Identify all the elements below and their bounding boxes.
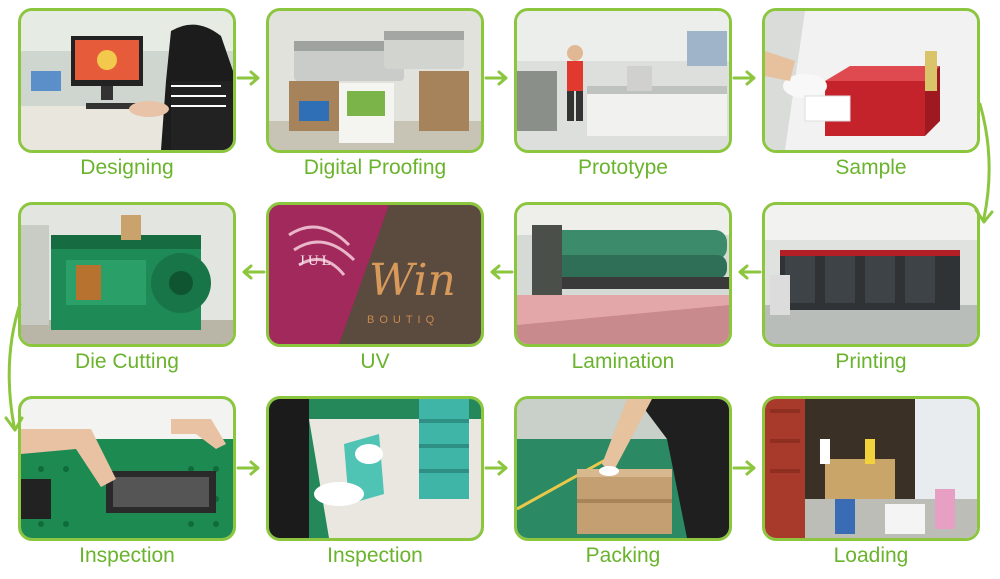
curved-arrow-down-icon (4, 302, 24, 432)
step-label: Sample (835, 156, 907, 179)
uv-text-line1: JUL (299, 253, 334, 269)
photo-designing (18, 8, 236, 153)
arrow-right-icon (484, 460, 508, 476)
curved-arrow-down-icon (974, 102, 994, 224)
photo-packing (514, 396, 732, 541)
photo-printing (762, 202, 980, 347)
step-label: Lamination (571, 350, 675, 373)
step-label: UV (360, 350, 390, 373)
uv-script-text: Win (369, 255, 456, 306)
photo-sample (762, 8, 980, 153)
step-label: Digital Proofing (303, 156, 447, 179)
arrow-left-icon (242, 264, 266, 280)
uv-text-line2: BOUTIQ (367, 314, 439, 326)
step-label: Inspection (327, 544, 423, 567)
step-label: Designing (80, 156, 174, 179)
photo-loading (762, 396, 980, 541)
photo-die-cutting (18, 202, 236, 347)
arrow-right-icon (732, 70, 756, 86)
step-label: Loading (833, 544, 909, 567)
arrow-right-icon (236, 70, 260, 86)
arrow-right-icon (732, 460, 756, 476)
step-label: Prototype (578, 156, 668, 179)
arrow-left-icon (738, 264, 762, 280)
step-label: Inspection (79, 544, 175, 567)
photo-uv: JUL Win BOUTIQ (266, 202, 484, 347)
photo-digital-proofing (266, 8, 484, 153)
arrow-left-icon (490, 264, 514, 280)
step-label: Printing (835, 350, 907, 373)
arrow-right-icon (484, 70, 508, 86)
step-label: Packing (585, 544, 661, 567)
photo-inspection-1 (18, 396, 236, 541)
photo-lamination (514, 202, 732, 347)
photo-prototype (514, 8, 732, 153)
arrow-right-icon (236, 460, 260, 476)
photo-inspection-2 (266, 396, 484, 541)
step-label: Die Cutting (75, 350, 179, 373)
